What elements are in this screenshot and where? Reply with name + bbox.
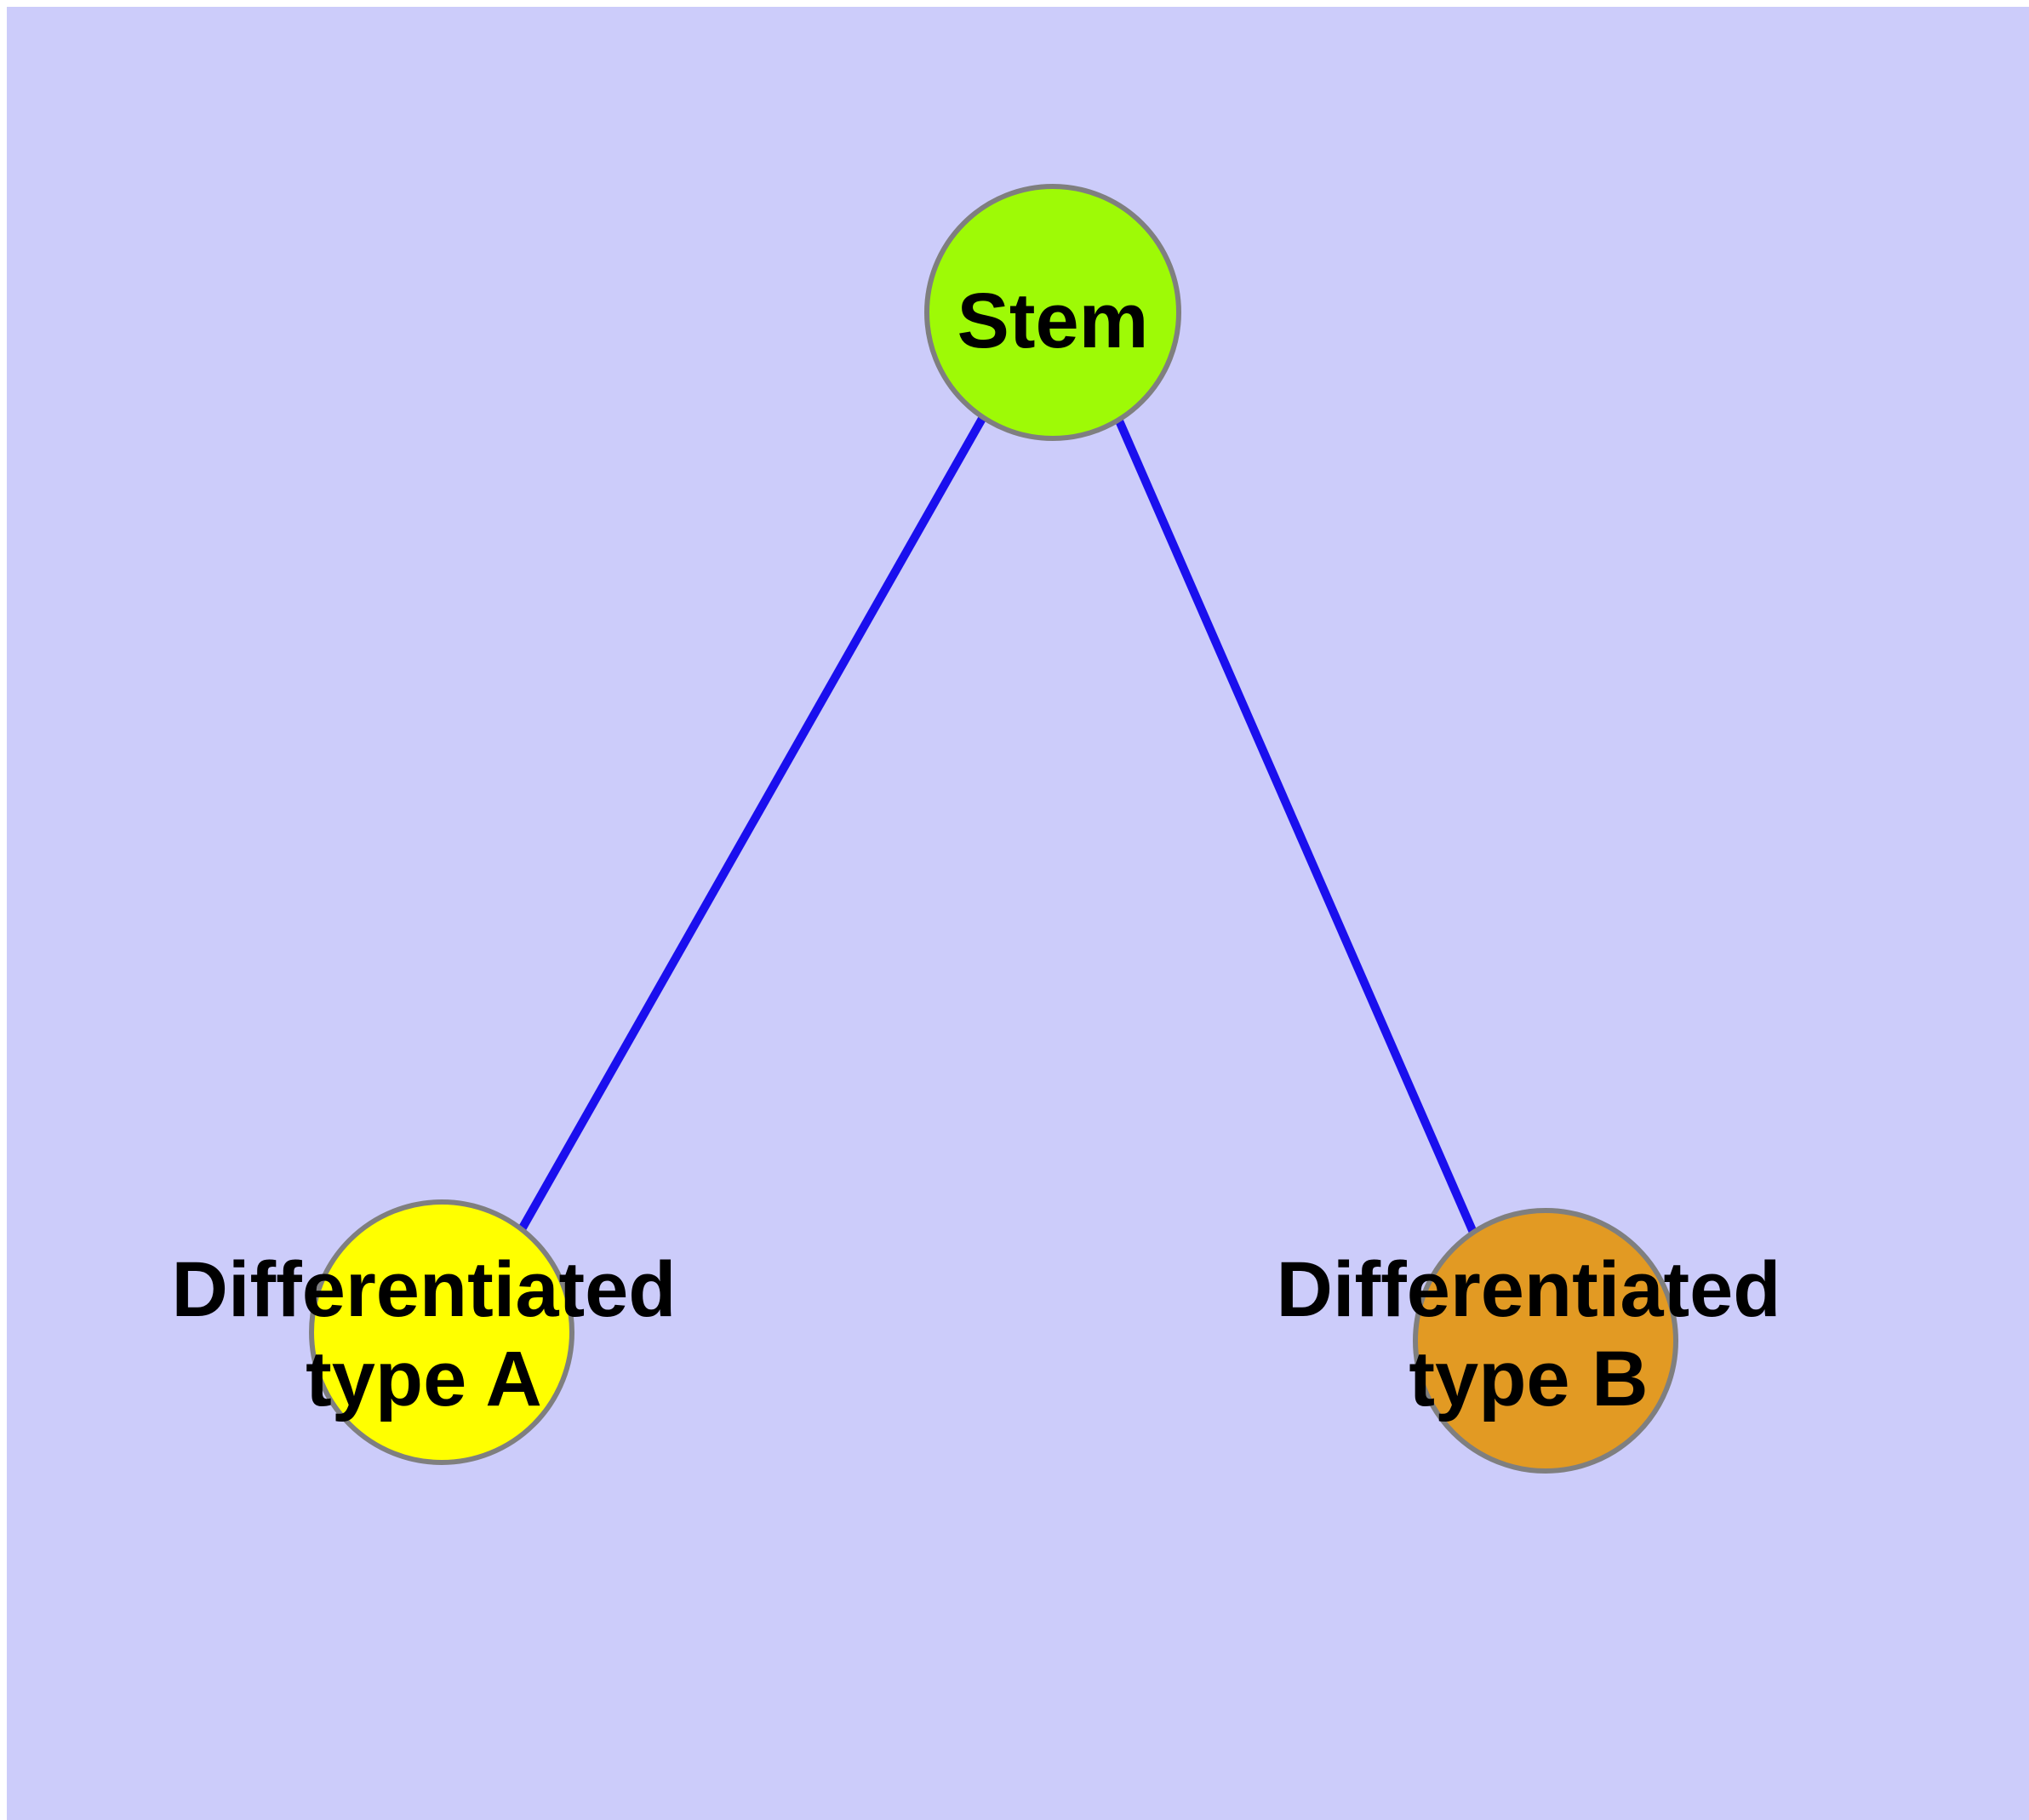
edge-layer (517, 415, 1478, 1236)
node-diff-a-circle[interactable] (309, 1199, 574, 1465)
label-layer: Stem Differentiated type A Differentiate… (172, 278, 1781, 1422)
edge-stem-to-diff-b[interactable] (1114, 417, 1478, 1236)
node-diff-a-label-line-1: Differentiated (172, 1246, 677, 1333)
node-diff-b-circle[interactable] (1413, 1208, 1678, 1474)
node-diff-b[interactable] (1413, 1208, 1678, 1474)
node-stem-circle[interactable] (924, 184, 1181, 441)
node-diff-b-label-line-2: type B (1409, 1336, 1648, 1422)
node-stem-label-line-1: Stem (957, 278, 1149, 364)
node-diff-a-label-line-2: type A (306, 1336, 542, 1422)
node-stem[interactable] (924, 184, 1181, 441)
node-layer (309, 184, 1678, 1474)
edge-stem-to-diff-a[interactable] (517, 415, 987, 1232)
node-diff-a[interactable] (309, 1199, 574, 1465)
node-diff-b-label-line-1: Differentiated (1277, 1246, 1781, 1333)
